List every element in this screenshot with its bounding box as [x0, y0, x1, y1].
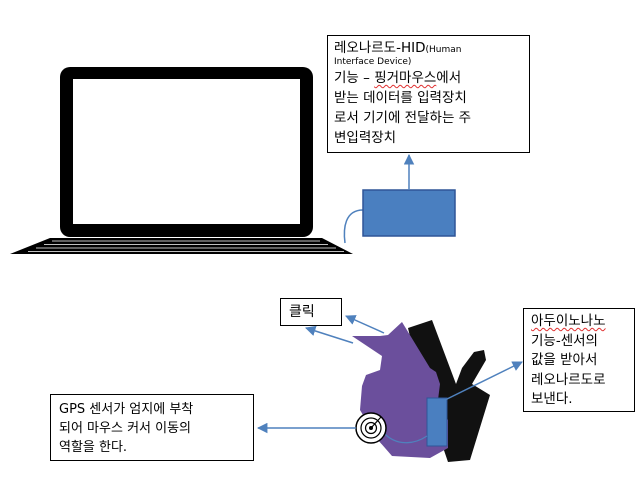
leonardo-title-main: 레오나르도-HID	[334, 40, 426, 56]
leonardo-line-2: 받는 데이터를 입력장치	[334, 90, 467, 106]
leonardo-title-paren-1: (Human	[425, 45, 462, 55]
leonardo-line-1-prefix: 기능 –	[334, 70, 375, 86]
leonardo-title-paren-2: Interface Device)	[334, 57, 412, 67]
gps-line-2: 되어 마우스 커서 이동의	[59, 421, 191, 436]
laptop-keyboard-keys	[28, 240, 344, 252]
laptop-screen-display	[73, 79, 300, 224]
arduino-nano-module	[426, 397, 448, 447]
arrow-to-click-box-upper	[304, 325, 354, 344]
arduino-line-4: 레오나르도로	[531, 371, 606, 388]
arduino-line-2: 기능-센서의	[531, 332, 598, 349]
gps-sensor-icon	[355, 412, 387, 444]
click-label: 클릭	[289, 304, 315, 320]
leonardo-line-1: 기능 – 핑거마우스에서	[334, 68, 523, 88]
click-callout: 클릭	[280, 298, 342, 326]
arrow-to-click-box-lower	[345, 315, 385, 334]
laptop	[10, 67, 353, 254]
leonardo-title: 레오나르도-HID(Human	[334, 39, 523, 57]
leonardo-hid-callout: 레오나르도-HID(Human Interface Device) 기능 – 핑…	[327, 35, 530, 153]
laptop-keyboard-base	[10, 238, 353, 254]
arduino-line-1: 아두이노나노	[531, 313, 606, 329]
usb-cable	[343, 209, 364, 244]
leonardo-hid-module	[362, 189, 456, 237]
leonardo-line-1-marked: 핑거마우스	[374, 70, 437, 86]
arduino-line-5: 보낸다.	[531, 391, 573, 407]
glove-black-fingers	[408, 320, 490, 462]
leonardo-line-3: 로서 기기에 전달하는 주	[334, 110, 472, 126]
leonardo-line-1-suffix: 에서	[436, 70, 462, 86]
leonardo-line-4: 변입력장치	[334, 130, 397, 146]
gps-line-3: 역할을 한다.	[59, 440, 128, 455]
gps-line-1: GPS 센서가 엄지에 부착	[59, 402, 194, 417]
arduino-nano-callout: 아두이노나노 기능-센서의 값을 받아서 레오나르도로 보낸다.	[523, 308, 635, 412]
arrow-arduino-to-box	[444, 361, 523, 401]
gps-sensor-callout: GPS 센서가 엄지에 부착 되어 마우스 커서 이동의 역할을 한다.	[50, 394, 254, 461]
arduino-line-3: 값을 받아서	[531, 352, 598, 368]
